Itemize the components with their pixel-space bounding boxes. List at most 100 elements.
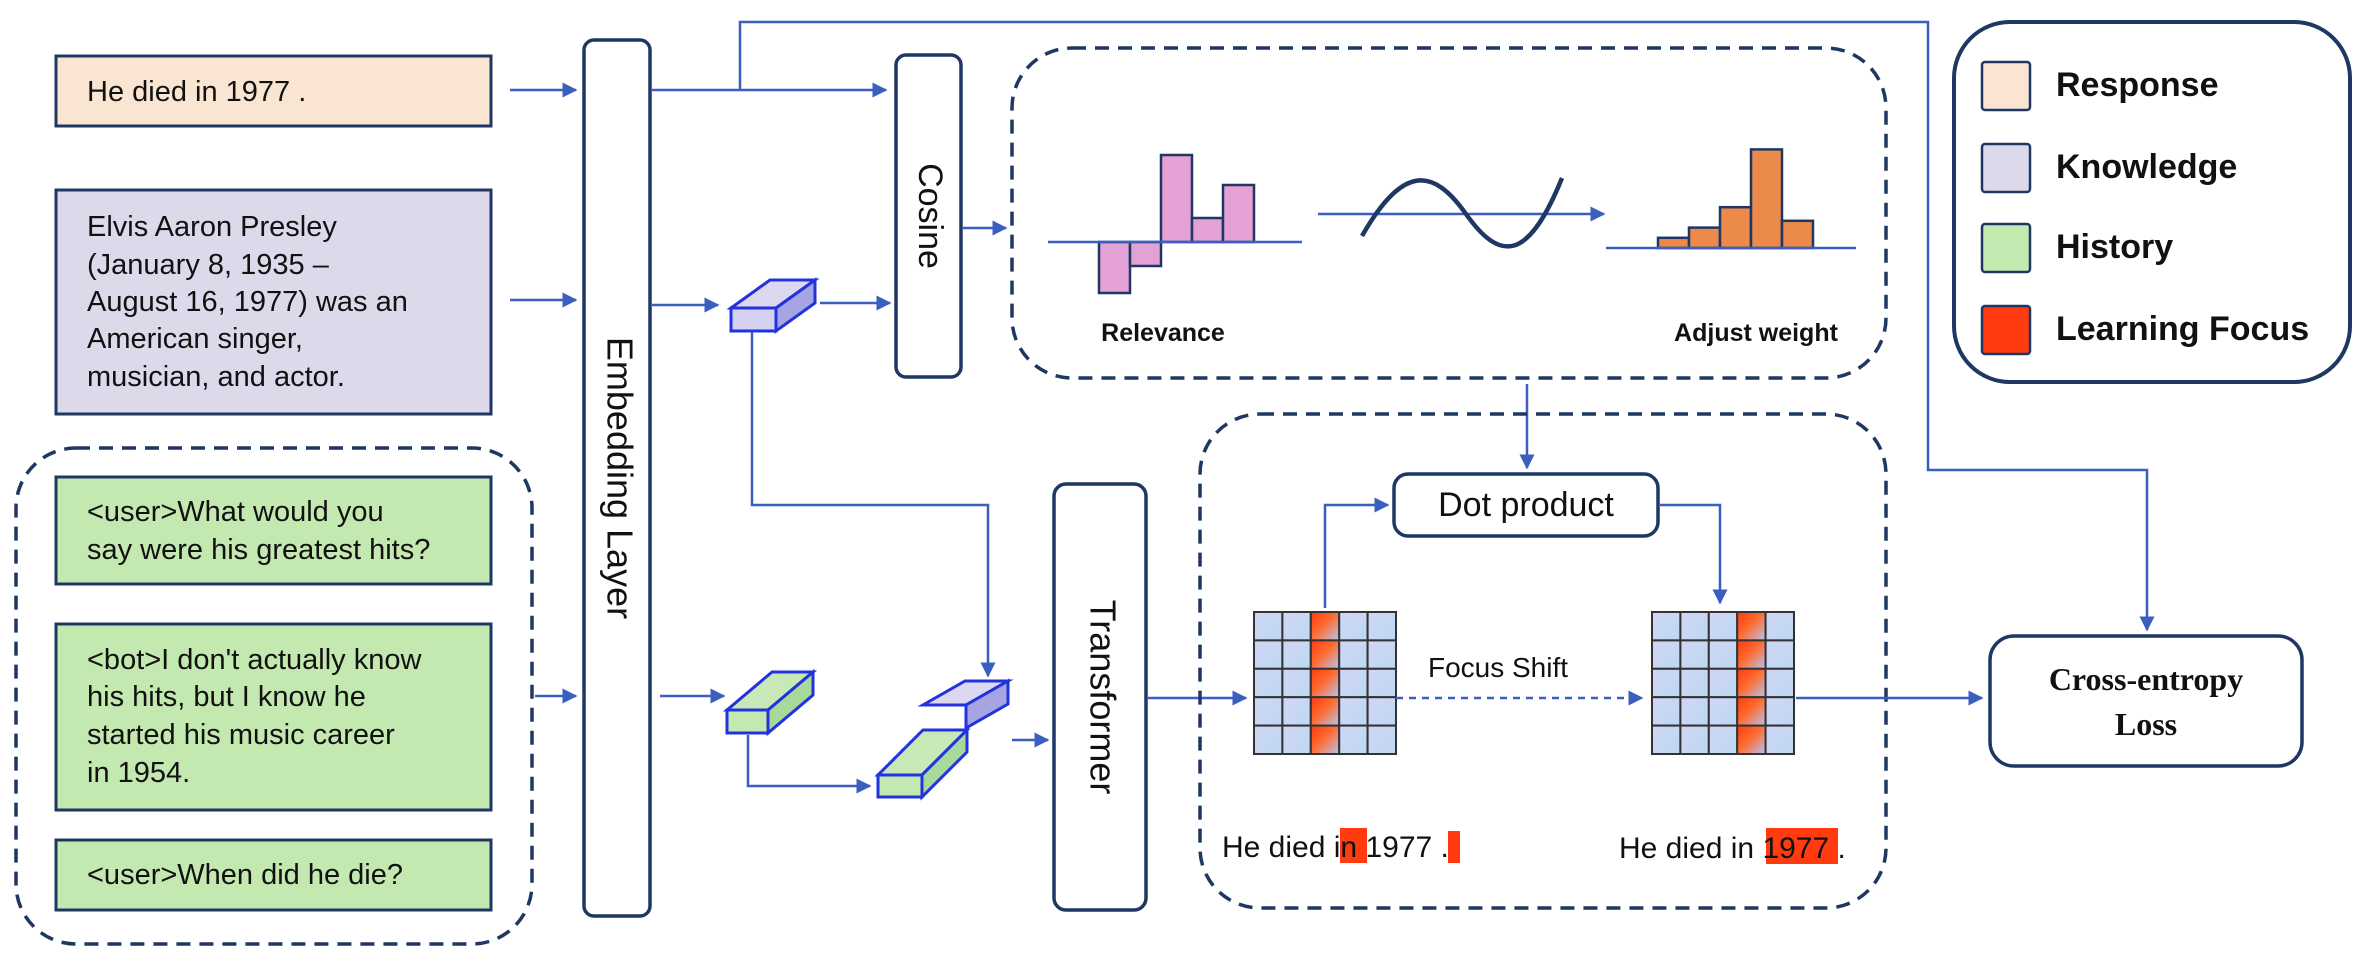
loss-line: Cross-entropy xyxy=(2049,661,2243,697)
grid-cell xyxy=(1651,667,1682,699)
legend-item-learning-focus: Learning Focus xyxy=(1980,304,2309,356)
focus-cell xyxy=(1309,611,1341,642)
history-turn-3: <user>When did he die? xyxy=(54,838,493,912)
history-line: started his music career xyxy=(87,719,395,751)
knowledge-line: musician, and actor. xyxy=(87,361,345,393)
knowledge-input-box: Elvis Aaron Presley (January 8, 1935 – A… xyxy=(54,188,493,416)
grid-cell xyxy=(1281,724,1312,755)
concatenated-vector xyxy=(874,678,1014,801)
attention-grid-after xyxy=(1651,611,1795,755)
cross-entropy-loss-block: Cross-entropy Loss xyxy=(1988,634,2304,768)
attention-grid-before xyxy=(1253,611,1397,755)
grid-cell xyxy=(1707,696,1739,727)
grid-cell xyxy=(1764,724,1795,755)
embedding-layer-block: Embedding Layer xyxy=(582,38,652,918)
grid-cell xyxy=(1679,611,1710,642)
relevance-bar xyxy=(1159,153,1194,244)
adjusted-weight-bar xyxy=(1718,205,1753,250)
grid-cell xyxy=(1366,639,1397,670)
grid-cell xyxy=(1679,639,1710,670)
vector-arrows xyxy=(652,20,2155,794)
knowledge-line: August 16, 1977) was an xyxy=(87,286,408,318)
history-group: <user>What would you say were his greate… xyxy=(14,446,534,946)
grid-cell xyxy=(1651,724,1682,755)
history-turn-1: <user>What would you say were his greate… xyxy=(54,475,493,586)
grid-cell xyxy=(1764,611,1795,642)
relevance-label: Relevance xyxy=(1101,319,1225,347)
legend-swatch xyxy=(1980,142,2032,194)
adjusted-weight-bar xyxy=(1656,236,1691,250)
focus-cell xyxy=(1736,611,1767,642)
dot-product-block: Dot product xyxy=(1392,472,1660,538)
grid-cell xyxy=(1366,667,1397,699)
arrow-grid-to-dot-product xyxy=(1323,497,1390,608)
focus-shift-label: Focus Shift xyxy=(1428,652,1568,683)
cosine-label: Cosine xyxy=(911,163,949,269)
transformer-block: Transformer xyxy=(1052,482,1148,912)
highlight-in xyxy=(1340,828,1367,863)
grid-cell xyxy=(1366,611,1397,642)
relevance-bar xyxy=(1128,240,1163,268)
focus-cell xyxy=(1309,639,1341,670)
grid-cell xyxy=(1651,639,1682,670)
focus-cell xyxy=(1736,667,1767,699)
history-line: <user>What would you xyxy=(87,496,384,528)
relevance-bar xyxy=(1097,240,1132,295)
focus-cell xyxy=(1736,724,1767,755)
grid-cell xyxy=(1764,667,1795,699)
focus-cell xyxy=(1736,696,1767,727)
legend-swatch xyxy=(1980,60,2032,112)
adjusted-weight-chart xyxy=(1656,148,1815,250)
adjusted-weight-bar xyxy=(1780,219,1815,250)
arrow-response-to-loss xyxy=(738,20,2155,632)
history-turn-2: <bot>I don't actually know his hits, but… xyxy=(54,622,493,812)
grid-cell xyxy=(1253,724,1284,755)
grid-cell xyxy=(1253,639,1284,670)
legend-label: Response xyxy=(2056,66,2219,104)
response-text: He died in 1977 . xyxy=(87,76,306,108)
arrow-knowledge-vector-to-concat xyxy=(750,332,996,678)
grid-cell xyxy=(1764,639,1795,670)
knowledge-vector xyxy=(726,277,820,334)
knowledge-line: (January 8, 1935 – xyxy=(87,249,330,281)
grid-cell xyxy=(1651,696,1682,727)
legend-label: Knowledge xyxy=(2056,148,2237,186)
knowledge-line: American singer, xyxy=(87,323,303,355)
weighting-panel: Relevance Adjust weight xyxy=(1010,46,1888,380)
grid-cell xyxy=(1253,611,1284,642)
adjust-weight-label: Adjust weight xyxy=(1674,319,1839,347)
response-input-box: He died in 1977 . xyxy=(54,54,493,128)
sentence-after-text: He died in 1977 . xyxy=(1619,832,1846,865)
legend-item-history: History xyxy=(1980,222,2173,274)
sentence-after: He died in 1977 . xyxy=(1619,828,1846,865)
grid-cell xyxy=(1281,611,1312,642)
grid-cell xyxy=(1281,639,1312,670)
focus-cell xyxy=(1309,667,1341,699)
legend-item-response: Response xyxy=(1980,60,2219,112)
grid-cell xyxy=(1707,724,1739,755)
legend-swatch xyxy=(1980,222,2032,274)
sentence-before-text: He died in 1977 . xyxy=(1222,831,1449,864)
grid-cell xyxy=(1679,667,1710,699)
adjusted-weight-bar xyxy=(1687,226,1722,250)
sine-wave-icon xyxy=(1360,177,1565,249)
history-line: <user>When did he die? xyxy=(87,859,403,891)
focus-cell xyxy=(1309,724,1341,755)
adjusted-weight-bar xyxy=(1749,148,1784,250)
history-line: his hits, but I know he xyxy=(87,681,366,713)
relevance-chart xyxy=(1097,153,1256,295)
focus-shift-panel: Dot product Focus Shift He died in 1977 … xyxy=(1198,412,1888,910)
arrow-dot-product-to-grid xyxy=(1660,503,1728,605)
grid-cell xyxy=(1764,696,1795,727)
grid-cell xyxy=(1338,724,1369,755)
history-line: say were his greatest hits? xyxy=(87,534,430,566)
grid-cell xyxy=(1707,667,1739,699)
legend-label: Learning Focus xyxy=(2056,310,2309,348)
grid-cell xyxy=(1253,696,1284,727)
grid-cell xyxy=(1253,667,1284,699)
history-line: in 1954. xyxy=(87,757,190,789)
highlight-period xyxy=(1448,831,1460,863)
grid-cell xyxy=(1338,639,1369,670)
grid-cell xyxy=(1338,611,1369,642)
grid-cell xyxy=(1707,639,1739,670)
